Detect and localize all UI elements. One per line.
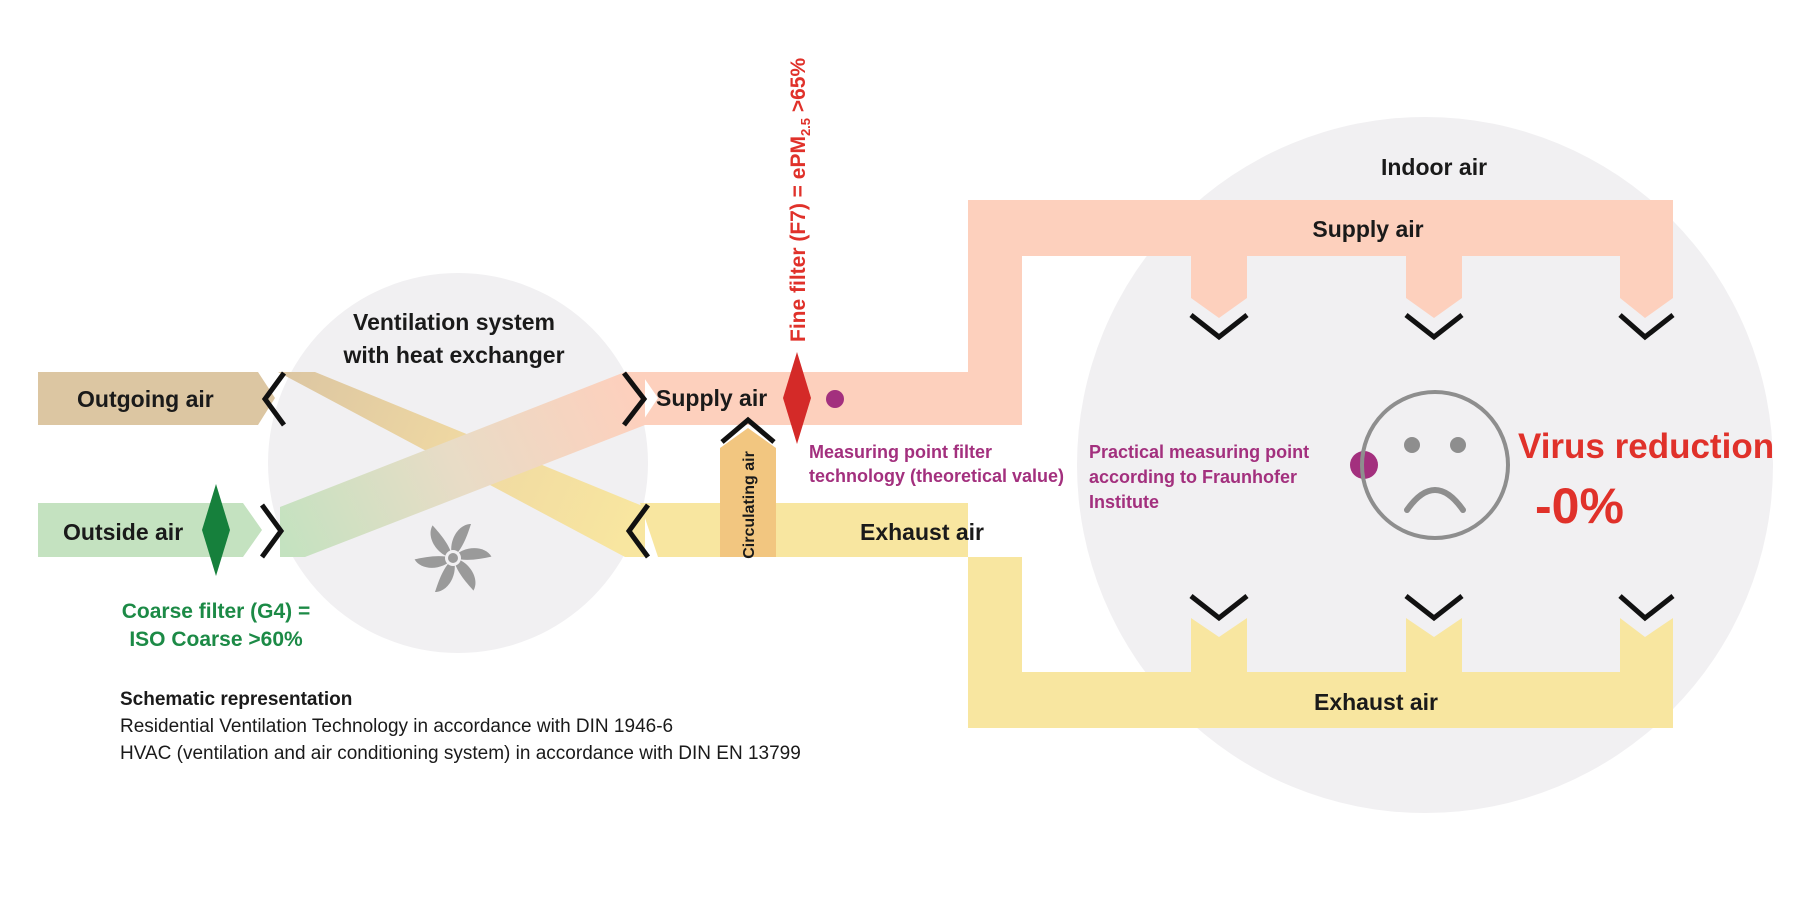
supply-air-duct xyxy=(640,200,1673,425)
fine-filter-label-prefix: Fine filter (F7) = ePM xyxy=(787,136,810,342)
virus-reduction-value: -0% xyxy=(1535,478,1624,534)
coarse-filter-label-line1: Coarse filter (G4) = xyxy=(122,600,310,623)
exhaust-air-duct xyxy=(640,503,1673,728)
measuring-point-label-line2: technology (theoretical value) xyxy=(809,466,1064,486)
outgoing-air-band xyxy=(38,372,275,425)
exhaust-air-indoor-label: Exhaust air xyxy=(1314,689,1438,715)
chevron-supply-down-1 xyxy=(1189,313,1249,341)
chevron-exhaust-down-3 xyxy=(1618,594,1675,622)
chevron-exhaust-left xyxy=(625,503,651,559)
practical-point-label-line2: according to Fraunhofer xyxy=(1089,467,1297,487)
chevron-outside-right xyxy=(259,503,285,559)
outgoing-air-label: Outgoing air xyxy=(77,386,214,412)
chevron-exhaust-down-1 xyxy=(1189,594,1249,622)
fine-filter-label-suffix: >65% xyxy=(787,58,810,118)
ventilation-system-label-line1: Ventilation system xyxy=(353,309,555,335)
supply-air-indoor-label: Supply air xyxy=(1312,216,1423,242)
ventilation-system-label-line2: with heat exchanger xyxy=(342,342,564,368)
sad-face-icon xyxy=(1360,390,1510,540)
virus-reduction-label: Virus reduction xyxy=(1518,427,1774,466)
chevron-supply-down-2 xyxy=(1404,313,1464,341)
indoor-air-label: Indoor air xyxy=(1381,154,1487,180)
measuring-point-dot-icon xyxy=(826,390,844,408)
chevron-supply-right xyxy=(622,371,648,427)
measuring-point-label-line1: Measuring point filter xyxy=(809,442,992,462)
fan-icon xyxy=(414,524,492,592)
circulating-air-label: Circulating air xyxy=(741,451,758,559)
chevron-exhaust-down-2 xyxy=(1404,594,1464,622)
exchanger-supply-band xyxy=(280,372,645,557)
exhaust-air-label: Exhaust air xyxy=(860,519,984,545)
notes-title: Schematic representation xyxy=(120,689,352,710)
indoor-air-circle xyxy=(1077,117,1773,813)
chevron-circulating-up xyxy=(720,416,776,444)
coarse-filter-diamond-icon xyxy=(202,484,230,576)
practical-point-label-line3: Institute xyxy=(1089,492,1159,512)
outside-air-label: Outside air xyxy=(63,519,183,545)
chevron-outgoing-left xyxy=(261,371,287,427)
notes-line1: Residential Ventilation Technology in ac… xyxy=(120,716,673,737)
fine-filter-label-sub: 2.5 xyxy=(798,118,813,136)
coarse-filter-label-line2: ISO Coarse >60% xyxy=(129,628,303,651)
supply-air-label: Supply air xyxy=(656,385,767,411)
fine-filter-label: Fine filter (F7) = ePM2.5 >65% xyxy=(787,58,813,342)
practical-point-label-line1: Practical measuring point xyxy=(1089,442,1309,462)
fine-filter-diamond-icon xyxy=(783,352,811,444)
circulating-air-band xyxy=(720,428,776,557)
outside-air-band xyxy=(38,503,262,557)
notes-line2: HVAC (ventilation and air conditioning s… xyxy=(120,743,801,764)
chevron-supply-down-3 xyxy=(1618,313,1675,341)
